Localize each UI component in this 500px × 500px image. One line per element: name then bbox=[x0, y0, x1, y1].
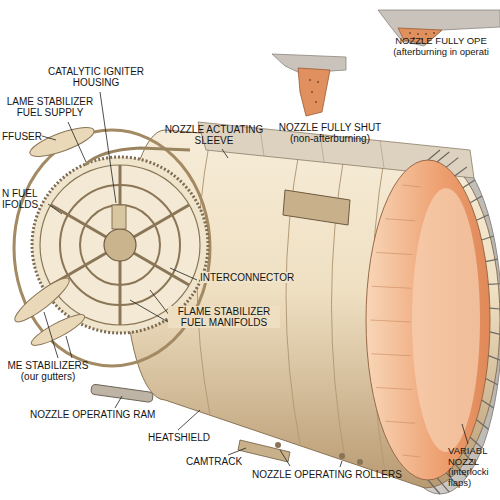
slat bbox=[376, 388, 412, 390]
part-label: HEATSHIELD bbox=[148, 432, 218, 443]
part-label: NOZZLE FULLY OPE (afterburning in operat… bbox=[385, 36, 497, 57]
nozzle-shut-inset bbox=[272, 54, 346, 116]
slat bbox=[371, 354, 411, 356]
slat bbox=[385, 219, 415, 221]
part-label: ME STABILIZERS (our gutters) bbox=[2, 360, 94, 382]
part-label: NOZZLE OPERATING ROLLERS bbox=[252, 469, 402, 480]
part-label: N FUEL IFOLDS bbox=[2, 188, 50, 210]
gutter-ring-outer bbox=[40, 165, 200, 325]
slat bbox=[376, 253, 412, 255]
stabilizer-gutter bbox=[28, 310, 88, 351]
spokes bbox=[51, 165, 189, 325]
camtrack bbox=[238, 440, 290, 462]
part-label: VARIABL NOZZL (interlocki flaps) bbox=[448, 446, 498, 489]
igniter-housing bbox=[112, 205, 126, 229]
flap-tab bbox=[482, 400, 494, 408]
interior-slats bbox=[370, 185, 420, 457]
slat bbox=[371, 286, 411, 288]
rollers bbox=[275, 442, 363, 465]
igniter-hub bbox=[104, 229, 136, 261]
part-label: FFUSER bbox=[2, 131, 46, 142]
part-label: CATALYTIC IGNITER HOUSING bbox=[40, 66, 152, 88]
part-label: CAMTRACK bbox=[186, 456, 246, 467]
flap-tab bbox=[488, 283, 500, 285]
part-label: FLAME STABILIZER FUEL MANIFOLDS bbox=[168, 306, 280, 328]
part-label: NOZZLE ACTUATING SLEEVE bbox=[158, 124, 270, 146]
flap-tab bbox=[428, 150, 440, 160]
flap-tab bbox=[446, 158, 458, 167]
flap-tab bbox=[437, 478, 449, 492]
flap-tab bbox=[476, 420, 488, 429]
slat bbox=[403, 185, 421, 187]
flap-tab bbox=[463, 180, 475, 188]
nozzle-flaps bbox=[428, 150, 500, 494]
part-label: NOZZLE OPERATING RAM bbox=[30, 409, 160, 420]
flap-tab bbox=[490, 308, 500, 309]
part-label: NOZZLE FULLY SHUT (non-afterburning) bbox=[270, 122, 390, 144]
flap-tab bbox=[437, 152, 449, 162]
flap-tab bbox=[428, 480, 440, 494]
part-label: INTERCONNECTOR bbox=[200, 272, 290, 283]
slat bbox=[403, 455, 421, 457]
fuel-manifold-ring bbox=[14, 130, 210, 366]
part-label: LAME STABILIZER FUEL SUPPLY bbox=[2, 96, 98, 118]
operating-ram bbox=[91, 384, 154, 403]
inner-glow bbox=[412, 188, 480, 452]
flap-tab bbox=[476, 215, 488, 220]
nozzle-interior bbox=[366, 160, 490, 480]
flap-tab bbox=[490, 332, 500, 335]
camtrack-plate bbox=[283, 190, 350, 225]
flap-tab bbox=[486, 259, 498, 261]
slat bbox=[385, 421, 415, 423]
flap-tab bbox=[482, 236, 494, 240]
slat bbox=[370, 320, 411, 322]
fuel-supply-pipe bbox=[85, 148, 190, 165]
flap-tab bbox=[455, 167, 467, 176]
flap-tab bbox=[486, 378, 498, 384]
flap-tab bbox=[488, 356, 500, 361]
flap-tab bbox=[470, 196, 482, 203]
